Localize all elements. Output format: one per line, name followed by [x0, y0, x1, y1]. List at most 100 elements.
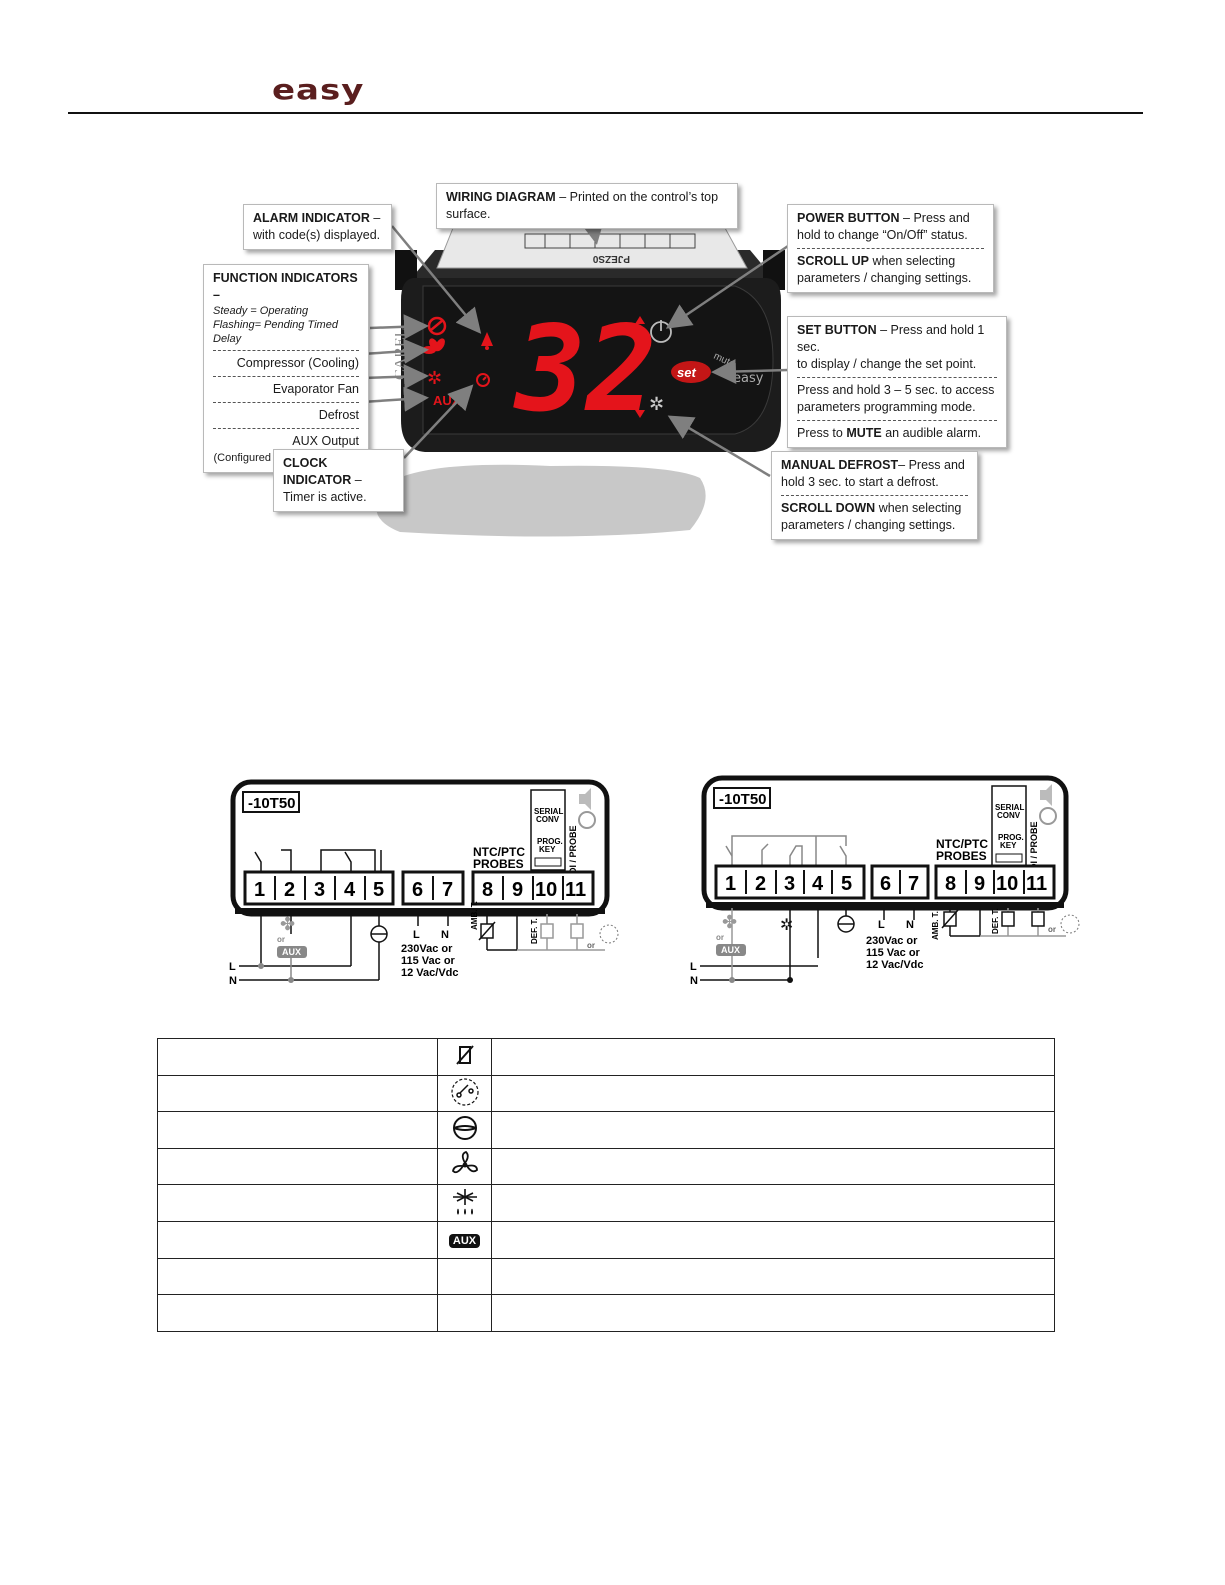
legend-table: AUX [157, 1038, 1055, 1332]
table-row [157, 1038, 1055, 1076]
callout-manual-defrost: MANUAL DEFROST– Press and hold 3 sec. to… [771, 451, 978, 540]
svg-text:NTC/PTC: NTC/PTC [936, 837, 988, 851]
svg-text:DEF. T.: DEF. T. [991, 908, 1000, 934]
svg-text:3: 3 [784, 873, 795, 895]
compressor-led-icon [427, 316, 447, 336]
digital-input-icon [450, 1078, 479, 1106]
svg-text:DI / PROBE: DI / PROBE [1029, 821, 1039, 870]
svg-text:L: L [413, 929, 420, 941]
callout-set-button: SET BUTTON – Press and hold 1 sec. to di… [787, 316, 1007, 448]
down-arrow-icon [635, 410, 645, 418]
svg-text:N: N [690, 975, 698, 987]
function-evaporator-fan: Evaporator Fan [272, 382, 359, 396]
svg-text:or: or [277, 935, 285, 944]
up-arrow-icon [635, 316, 645, 324]
set-button-icon [671, 361, 711, 383]
svg-text:2: 2 [755, 873, 766, 895]
svg-text:N: N [441, 929, 449, 941]
table-row [157, 1111, 1055, 1149]
svg-text:set: set [677, 365, 696, 380]
svg-text:1: 1 [725, 873, 736, 895]
fan-icon [451, 1151, 478, 1174]
svg-text:5: 5 [373, 879, 384, 901]
svg-text:KEY: KEY [539, 845, 556, 854]
function-defrost: Defrost [318, 408, 359, 422]
fan-icon: ✤ [280, 914, 295, 935]
wiring-diagram-right: -10T50 SERIAL CONV PROG. KEY DI / PROBE … [690, 775, 1080, 987]
svg-text:9: 9 [512, 879, 523, 901]
svg-text:7: 7 [442, 879, 453, 901]
model-label: PJEZS0 [592, 253, 630, 264]
defrost-icon-right: ✲ [780, 915, 793, 934]
callout-power-button: POWER BUTTON – Press and hold to change … [787, 204, 994, 293]
svg-text:10: 10 [996, 873, 1018, 895]
table-row [157, 1147, 1055, 1186]
table-row [157, 1074, 1055, 1113]
svg-text:AMB. T.: AMB. T. [931, 911, 940, 940]
svg-text:2: 2 [284, 879, 295, 901]
svg-text:PROBES: PROBES [473, 857, 524, 871]
svg-text:4: 4 [812, 873, 824, 895]
digital-input-icon-right [1060, 914, 1080, 934]
svg-text:9: 9 [974, 873, 985, 895]
svg-text:5: 5 [841, 873, 852, 895]
svg-text:L: L [878, 919, 885, 931]
buzzer-icon [579, 788, 591, 810]
svg-text:or: or [587, 941, 595, 950]
clock-icon [578, 811, 596, 829]
svg-text:1: 1 [254, 879, 265, 901]
range-label-left: -10T50 [248, 795, 296, 812]
svg-text:4: 4 [344, 879, 356, 901]
svg-text:7: 7 [908, 873, 919, 895]
table-row: AUX [157, 1220, 1055, 1259]
temperature-display: 32 [513, 300, 657, 438]
svg-text:CONV: CONV [536, 815, 560, 824]
svg-text:easy: easy [733, 371, 764, 386]
aux-icon: AUX [448, 1233, 481, 1248]
svg-text:115 Vac or: 115 Vac or [401, 955, 456, 967]
svg-text:115 Vac or: 115 Vac or [866, 947, 921, 959]
svg-text:8: 8 [482, 879, 493, 901]
digital-input-icon [599, 924, 619, 944]
callout-clock-indicator: CLOCK INDICATOR – Timer is active. [273, 449, 404, 512]
fan-icon-right: ✤ [722, 912, 737, 933]
svg-text:230Vac or: 230Vac or [866, 935, 918, 947]
svg-text:AUX: AUX [282, 947, 301, 957]
svg-text:or: or [716, 933, 724, 942]
svg-text:10: 10 [535, 879, 557, 901]
probe-icon [455, 1045, 474, 1065]
defrost-led-icon: ✲ [427, 368, 442, 389]
alarm-led-icon [481, 332, 493, 346]
svg-text:DEF. T.: DEF. T. [530, 918, 539, 944]
svg-text:12 Vac/Vdc: 12 Vac/Vdc [401, 967, 459, 979]
clock-icon-right [1039, 807, 1057, 825]
range-label-right: -10T50 [719, 791, 767, 808]
clock-led-icon [476, 373, 490, 387]
svg-text:11: 11 [565, 879, 586, 901]
svg-text:3: 3 [314, 879, 325, 901]
defrost-button-icon: ✲ [649, 394, 664, 415]
svg-text:8: 8 [945, 873, 956, 895]
buzzer-icon-right [1040, 784, 1052, 806]
callout-function-indicators: FUNCTION INDICATORS – Steady = Operating… [203, 264, 369, 473]
svg-text:AUX: AUX [721, 945, 740, 955]
svg-text:6: 6 [880, 873, 891, 895]
callout-arrows [361, 207, 789, 478]
svg-text:CONV: CONV [997, 811, 1021, 820]
svg-text:L: L [690, 961, 697, 973]
svg-text:SERIAL: SERIAL [534, 807, 563, 816]
svg-text:230Vac or: 230Vac or [401, 943, 453, 955]
svg-text:AMB. T.: AMB. T. [470, 901, 479, 930]
table-row [157, 1294, 1055, 1332]
svg-text:NTC/PTC: NTC/PTC [473, 845, 525, 859]
svg-text:11: 11 [1026, 873, 1047, 895]
defrost-icon [452, 1188, 477, 1215]
callout-alarm-indicator: ALARM INDICATOR – with code(s) displayed… [243, 204, 392, 250]
svg-text:N: N [229, 975, 237, 987]
svg-text:12 Vac/Vdc: 12 Vac/Vdc [866, 959, 924, 971]
svg-text:PROG.: PROG. [998, 833, 1024, 842]
function-aux-output: AUX Output [292, 434, 359, 448]
svg-text:DI / PROBE: DI / PROBE [568, 825, 578, 874]
header-rule [68, 112, 1143, 114]
svg-text:PROG.: PROG. [537, 837, 563, 846]
